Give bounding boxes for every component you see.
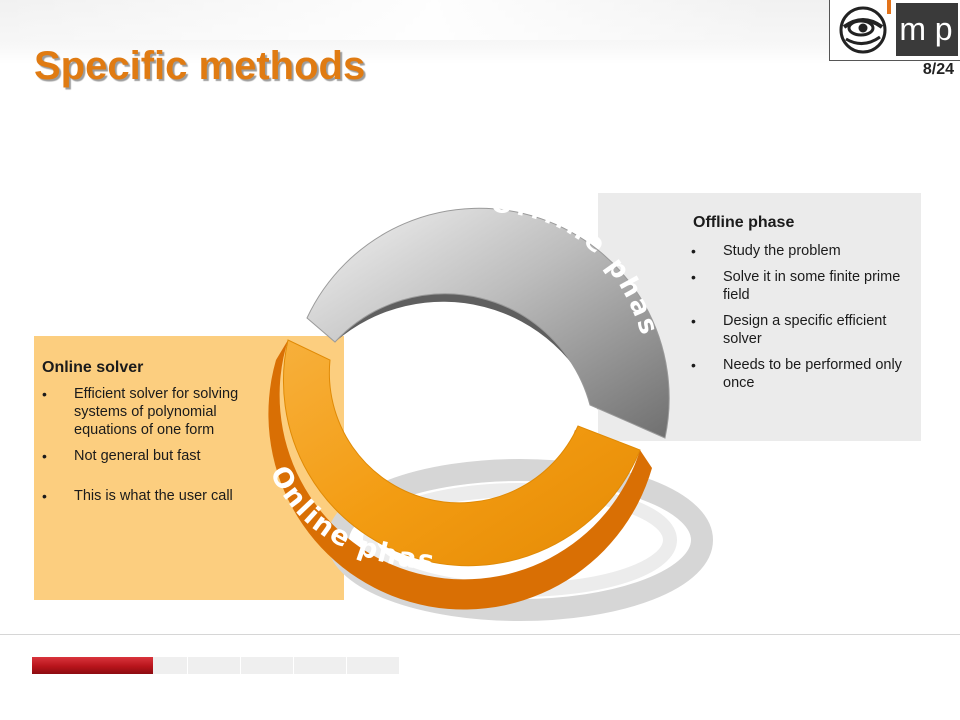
- logo-letter-p: p: [934, 11, 955, 47]
- progress-segment: [241, 657, 293, 674]
- logo: m p: [829, 0, 960, 61]
- slide-title: Specific methods: [34, 44, 366, 88]
- list-item: Efficient solver for solving systems of …: [42, 385, 262, 439]
- online-panel-heading: Online solver: [42, 359, 144, 376]
- list-item: Study the problem: [691, 242, 911, 260]
- list-item: Design a specific efficient solver: [691, 312, 911, 348]
- logo-accent: [887, 0, 891, 14]
- progress-segment: [347, 657, 399, 674]
- footer-divider: [0, 634, 960, 635]
- list-item: Not general but fast: [42, 447, 262, 465]
- offline-bullet-list: Study the problem Solve it in some finit…: [691, 242, 911, 392]
- header-highlight: [0, 0, 960, 40]
- progress-segment: [153, 657, 187, 674]
- online-bullet-list: Efficient solver for solving systems of …: [42, 385, 262, 505]
- online-ring: [283, 339, 641, 567]
- page-number: 8/24: [922, 61, 954, 78]
- offline-panel-heading: Offline phase: [693, 214, 795, 231]
- list-item: Needs to be performed only once: [691, 356, 911, 392]
- list-item: Solve it in some finite prime field: [691, 268, 911, 304]
- list-item: This is what the user call: [42, 487, 262, 505]
- slide-progress-bar: [32, 657, 400, 674]
- eye-emblem-icon: [834, 3, 892, 56]
- offline-ring: [306, 207, 670, 439]
- progress-segment: [188, 657, 240, 674]
- progress-segment: [294, 657, 346, 674]
- logo-letters: m p: [896, 3, 958, 56]
- logo-letter-m: m: [899, 11, 929, 47]
- progress-fill: [32, 657, 153, 674]
